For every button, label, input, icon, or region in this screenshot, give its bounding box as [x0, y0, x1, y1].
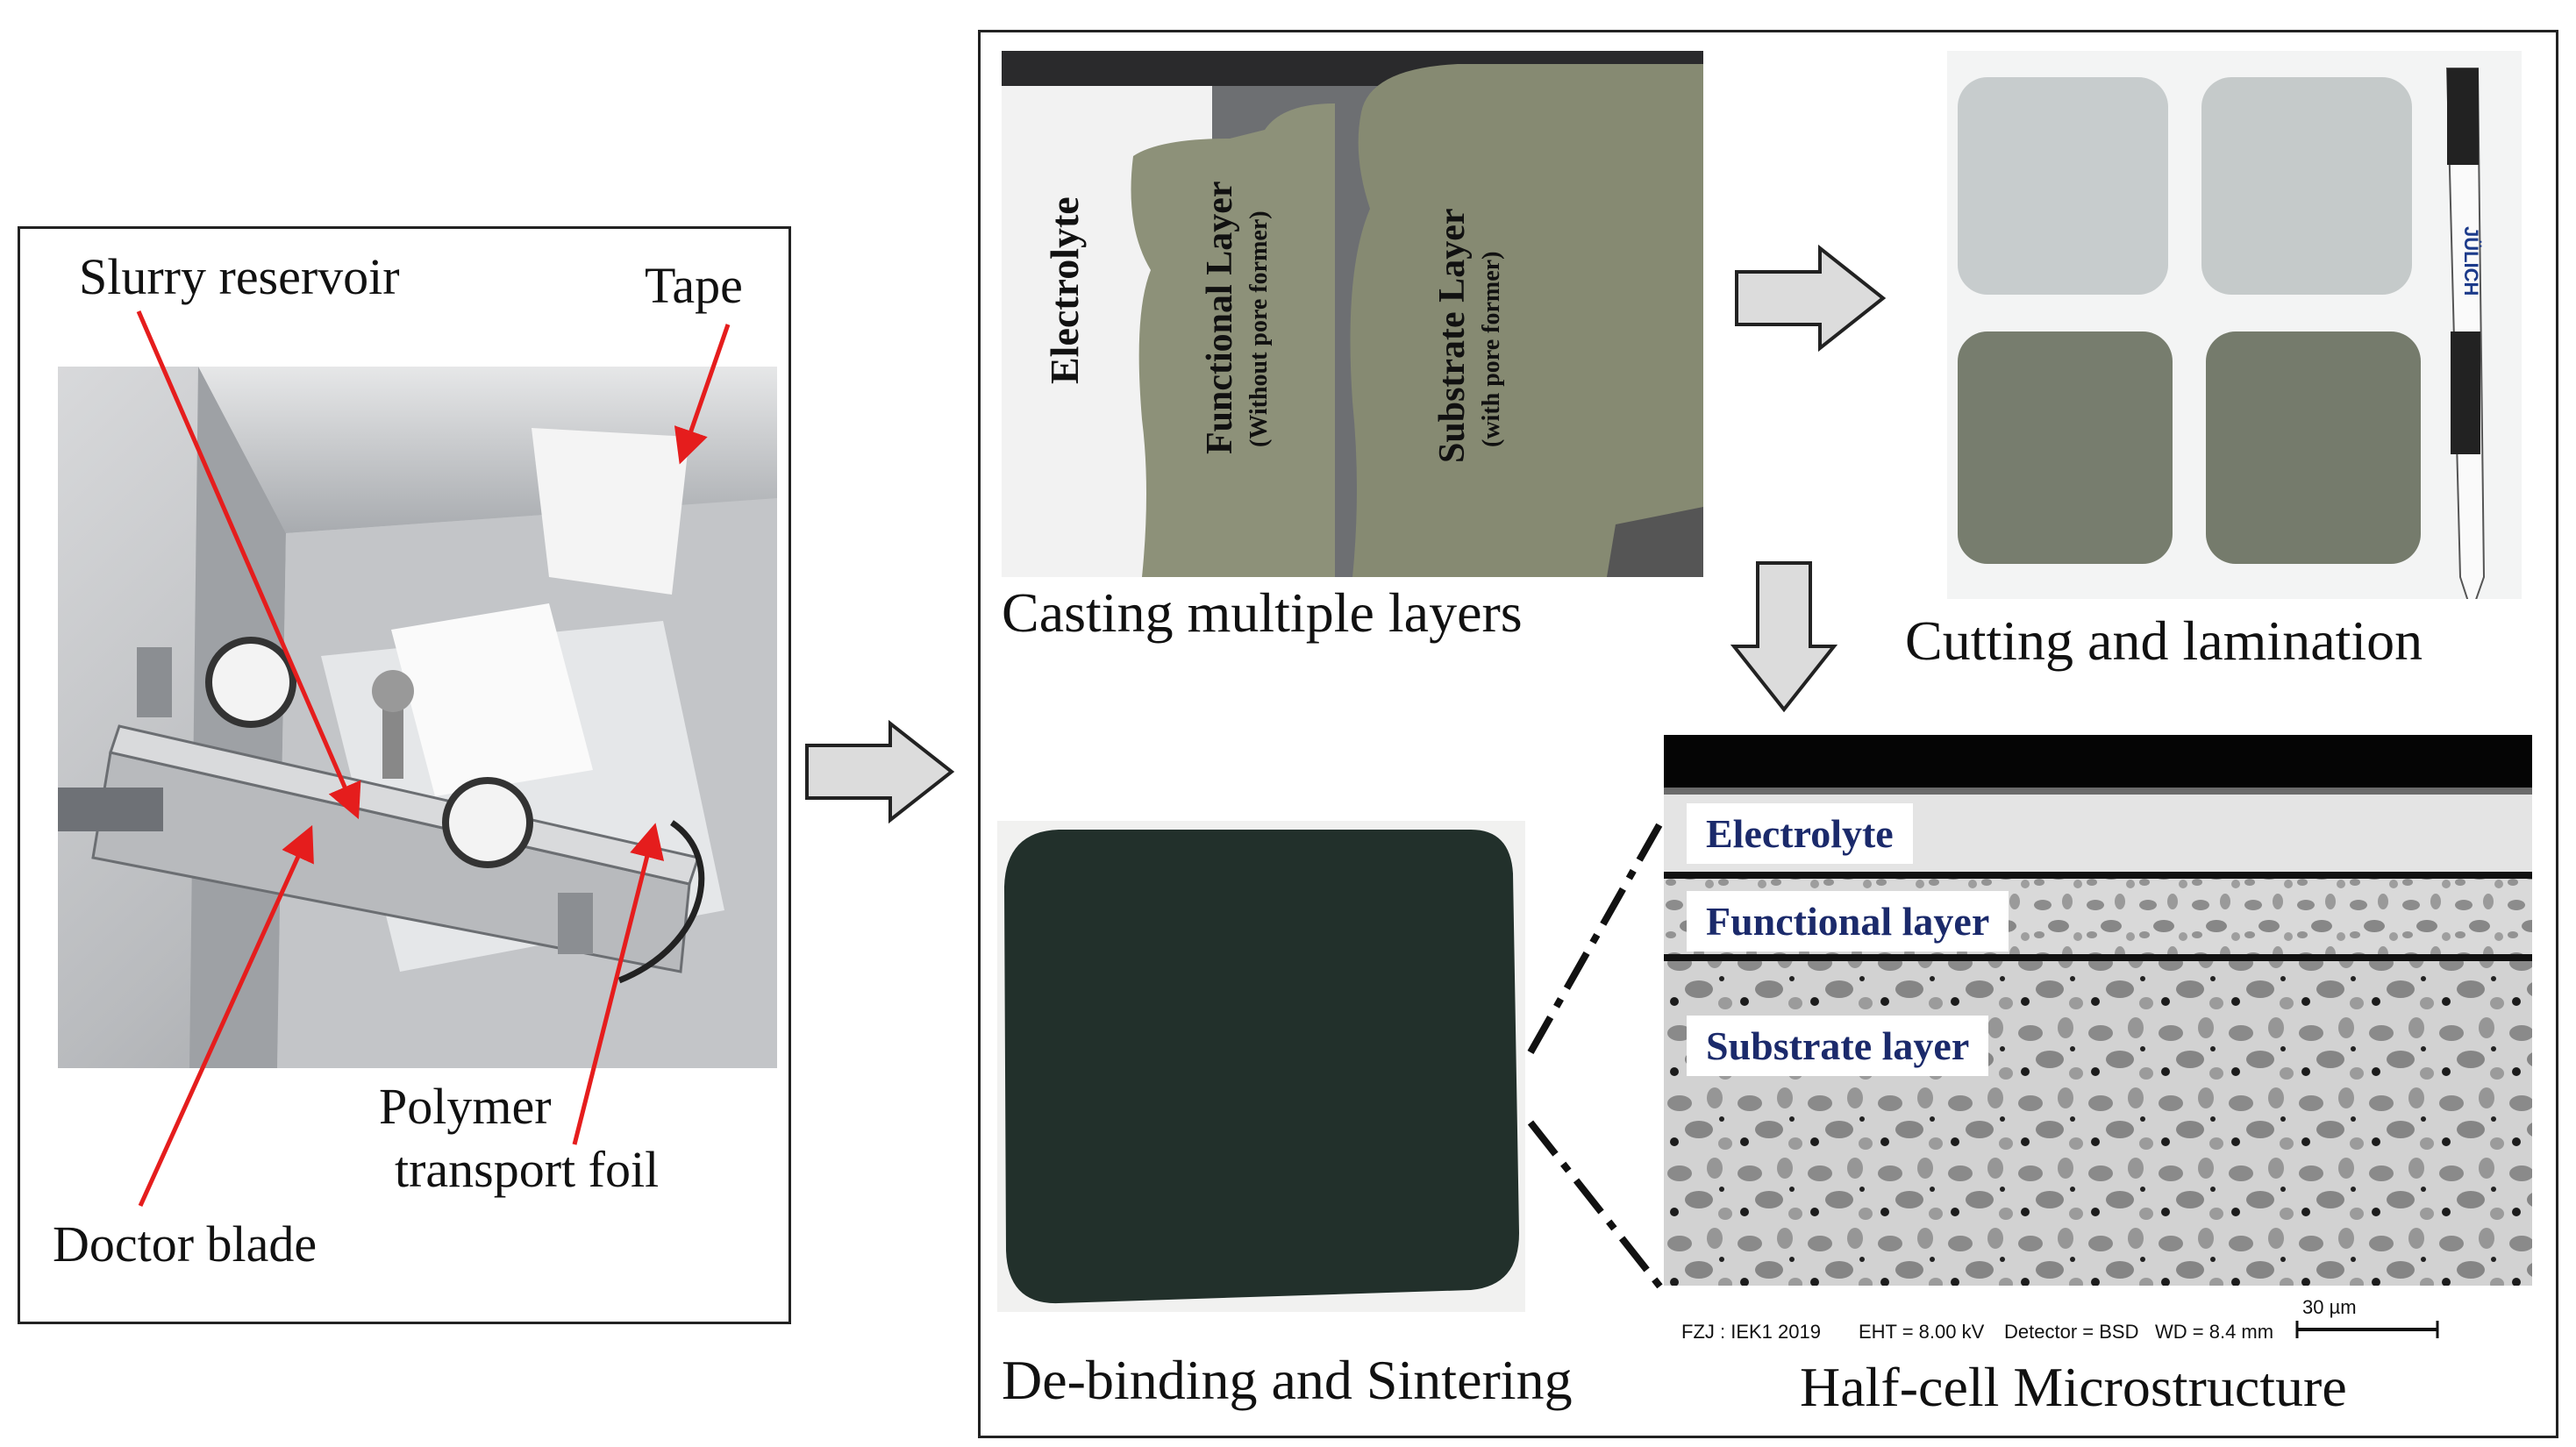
sem-footer-wd: WD = 8.4 mm: [2155, 1321, 2274, 1343]
casting-caption: Casting multiple layers: [1002, 581, 1523, 644]
sem-footer-detector: Detector = BSD: [2004, 1321, 2139, 1343]
cutting-caption: Cutting and lamination: [1905, 609, 2423, 672]
sem-footer-eht: EHT = 8.00 kV: [1859, 1321, 1985, 1343]
process-arrow-main: [805, 719, 955, 824]
tape-label: Tape: [645, 257, 743, 314]
polymer-foil-arrow: [572, 823, 665, 1145]
sem-scale-label: 30 µm: [2302, 1296, 2357, 1318]
sem-functional-label: Functional layer: [1687, 891, 2009, 952]
doctor-blade-label: Doctor blade: [53, 1215, 318, 1272]
sintered-cell-photo: [997, 821, 1525, 1312]
sintering-caption: De-binding and Sintering: [1002, 1349, 1573, 1411]
casting-photo: Electrolyte Functional Layer (Without po…: [1002, 51, 1703, 577]
tape-arrow: [674, 324, 731, 465]
cutting-photo: JÜLICH: [1947, 51, 2522, 599]
tape-casting-illustration: [58, 367, 777, 1068]
process-arrow-casting-to-cutting: [1735, 244, 1887, 353]
sem-microstructure-image: Electrolyte Functional layer Substrate l…: [1664, 735, 2532, 1351]
sem-substrate-label: Substrate layer: [1687, 1016, 1989, 1076]
sem-electrolyte-label: Electrolyte: [1687, 803, 1913, 864]
microstructure-caption: Half-cell Microstructure: [1800, 1356, 2347, 1418]
sem-footer-org: FZJ : IEK1 2019: [1681, 1321, 1821, 1343]
slurry-reservoir-label: Slurry reservoir: [79, 248, 400, 305]
doctor-blade-arrow: [138, 824, 314, 1208]
process-arrow-cutting-to-microstructure: [1730, 561, 1838, 713]
slurry-reservoir-arrow: [136, 310, 361, 820]
tape-casting-photo: [58, 367, 777, 1068]
polymer-label: Polymer: [379, 1078, 552, 1135]
transport-foil-label: transport foil: [395, 1141, 660, 1198]
